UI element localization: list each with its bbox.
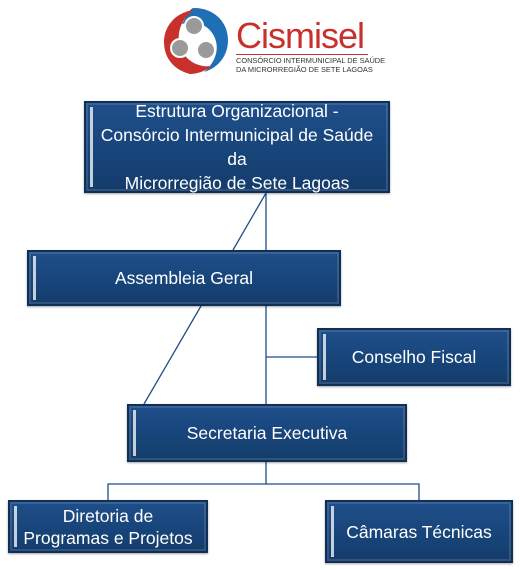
logo-divider (236, 54, 368, 55)
node-estrutura-organizacional: Estrutura Organizacional - Consórcio Int… (84, 101, 390, 193)
node-label: Estrutura Organizacional - Consórcio Int… (100, 101, 374, 193)
logo-wordmark: Cismisel (236, 15, 365, 56)
edge-estrutura-assembleia (232, 192, 267, 251)
cismisel-logo: Cismisel Consórcio Intermunicipal de Saú… (158, 4, 386, 78)
node-label: Conselho Fiscal (351, 347, 477, 367)
node-secretaria-executiva: Secretaria Executiva (127, 404, 407, 462)
edge-assembleia-secretaria-diagonal (143, 305, 202, 405)
node-conselho-fiscal: Conselho Fiscal (317, 328, 511, 386)
node-label: Câmaras Técnicas (346, 521, 492, 542)
node-camaras-tecnicas: Câmaras Técnicas (325, 500, 513, 563)
logo-subtitle-line-2: da Microrregião de Sete Lagoas (236, 65, 373, 74)
node-label: Secretaria Executiva (186, 423, 348, 443)
cismisel-logo-mark-icon (164, 8, 228, 74)
node-diretoria-programas-projetos: Diretoria de Programas e Projetos (8, 500, 208, 553)
logo-subtitle-line-1: Consórcio Intermunicipal de Saúde (236, 56, 386, 65)
node-label: Assembleia Geral (114, 268, 254, 288)
edge-secretaria-children (107, 483, 420, 500)
node-assembleia-geral: Assembleia Geral (27, 250, 341, 306)
node-label: Diretoria de Programas e Projetos (23, 505, 193, 548)
